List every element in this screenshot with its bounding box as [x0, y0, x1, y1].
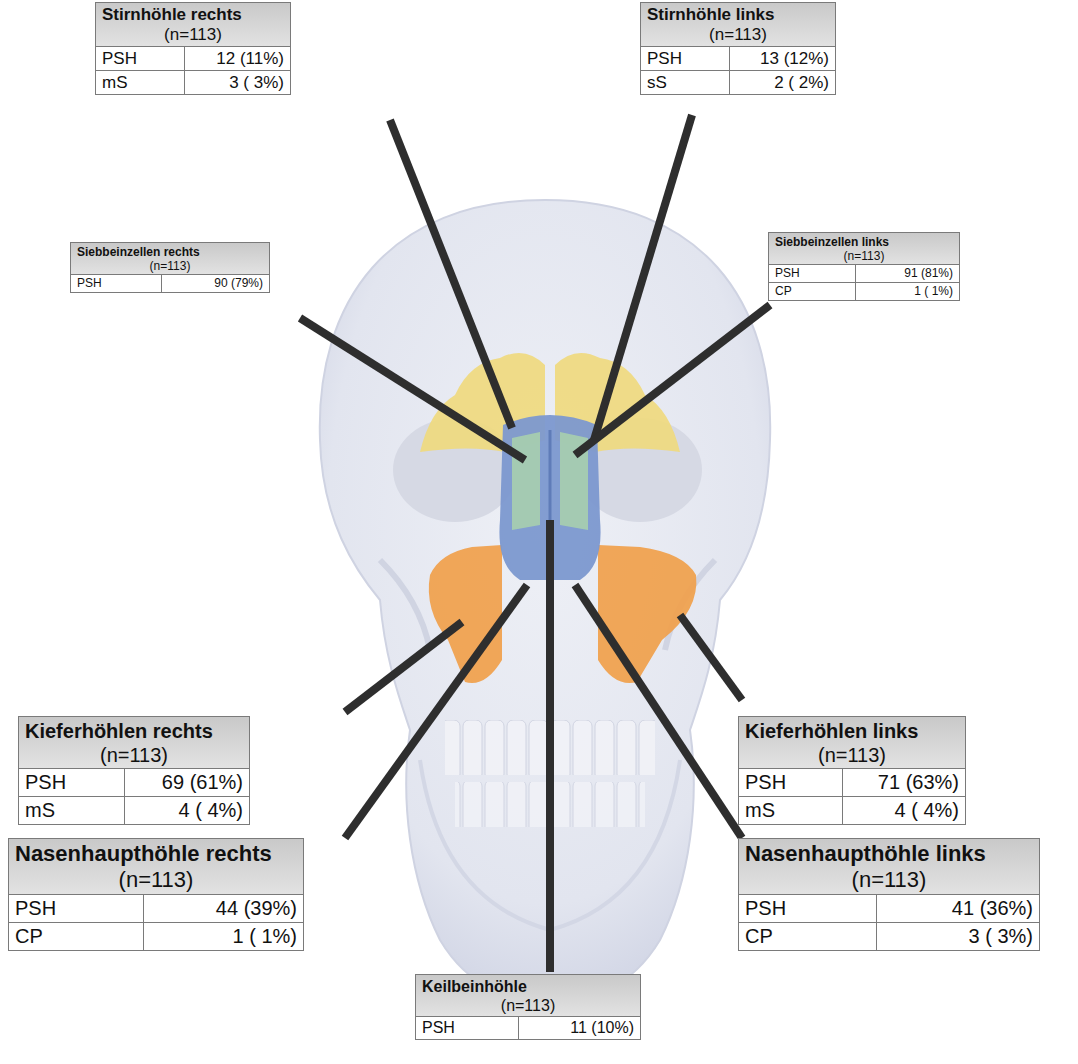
sample-size: (n=113): [647, 25, 829, 45]
table-box: Kieferhöhlen links(n=113)PSH71 (63%)mS4 …: [738, 716, 966, 825]
sample-size: (n=113): [422, 996, 634, 1015]
table-header: Stirnhöhle rechts(n=113): [96, 3, 290, 47]
table-box: Stirnhöhle rechts(n=113)PSH12 (11%)mS3 (…: [95, 2, 291, 95]
table-title: Siebbeinzellen rechts: [77, 245, 263, 259]
table-cell-category: mS: [19, 797, 125, 824]
table-body: PSH91 (81%)CP1 ( 1%): [769, 265, 959, 300]
table-cell-value: 44 (39%): [144, 895, 303, 923]
cheekbone: [380, 560, 430, 650]
sample-size: (n=113): [25, 743, 243, 767]
leader-line: [680, 615, 742, 700]
leader-line: [300, 318, 525, 460]
table-title: Kieferhöhlen rechts: [25, 719, 243, 743]
table-header: Kieferhöhlen links(n=113): [739, 717, 965, 769]
skull-outline: [320, 200, 770, 1000]
table-title: Nasenhaupthöhle links: [745, 841, 1033, 867]
table-cell-category: mS: [96, 71, 185, 94]
table-cell-value: 11 (10%): [519, 1017, 640, 1039]
table-cell-category: sS: [641, 71, 730, 94]
table-title: Keilbeinhöhle: [422, 977, 634, 996]
table-header: Siebbeinzellen rechts(n=113): [71, 243, 269, 275]
table-body: PSH71 (63%)mS4 ( 4%): [739, 769, 965, 824]
table-body: PSH44 (39%)CP1 ( 1%): [9, 895, 303, 950]
table-box: Nasenhaupthöhle rechts(n=113)PSH44 (39%)…: [8, 838, 304, 951]
table-cell-category: CP: [769, 283, 856, 300]
table-title: Stirnhöhle links: [647, 5, 829, 25]
table-title: Nasenhaupthöhle rechts: [15, 841, 297, 867]
table-cell-category: CP: [739, 923, 877, 950]
table-cell-value: 3 ( 3%): [185, 71, 290, 94]
table-body: PSH12 (11%)mS3 ( 3%): [96, 47, 290, 94]
table-title: Kieferhöhlen links: [745, 719, 959, 743]
table-cell-value: 4 ( 4%): [843, 797, 965, 824]
table-box: Kieferhöhlen rechts(n=113)PSH69 (61%)mS4…: [18, 716, 250, 825]
table-title: Siebbeinzellen links: [775, 235, 953, 249]
table-cell-value: 69 (61%): [125, 769, 249, 797]
table-cell-category: PSH: [416, 1017, 519, 1039]
sample-size: (n=113): [102, 25, 284, 45]
table-body: PSH13 (12%)sS2 ( 2%): [641, 47, 835, 94]
sample-size: (n=113): [745, 867, 1033, 893]
table-cell-value: 41 (36%): [877, 895, 1039, 923]
table-cell-category: PSH: [9, 895, 144, 923]
table-header: Siebbeinzellen links(n=113): [769, 233, 959, 265]
maxillary-sinus: [429, 545, 502, 683]
table-cell-category: CP: [9, 923, 144, 950]
sample-size: (n=113): [745, 743, 959, 767]
table-cell-value: 12 (11%): [185, 47, 290, 71]
table-body: PSH41 (36%)CP3 ( 3%): [739, 895, 1039, 950]
table-cell-category: PSH: [71, 275, 162, 292]
table-box: Nasenhaupthöhle links(n=113)PSH41 (36%)C…: [738, 838, 1040, 951]
table-cell-value: 71 (63%): [843, 769, 965, 797]
table-cell-value: 91 (81%): [856, 265, 959, 283]
sample-size: (n=113): [775, 249, 953, 263]
table-header: Stirnhöhle links(n=113): [641, 3, 835, 47]
table-cell-category: PSH: [739, 769, 843, 797]
table-cell-category: PSH: [641, 47, 730, 71]
table-title: Stirnhöhle rechts: [102, 5, 284, 25]
table-cell-value: 90 (79%): [162, 275, 269, 292]
table-cell-value: 3 ( 3%): [877, 923, 1039, 950]
table-box: Keilbeinhöhle(n=113)PSH11 (10%): [415, 974, 641, 1040]
table-cell-value: 13 (12%): [730, 47, 835, 71]
table-box: Siebbeinzellen links(n=113)PSH91 (81%)CP…: [768, 232, 960, 301]
table-header: Kieferhöhlen rechts(n=113): [19, 717, 249, 769]
table-cell-value: 1 ( 1%): [144, 923, 303, 950]
leader-lines: [300, 115, 770, 972]
table-cell-category: PSH: [739, 895, 877, 923]
leader-line: [575, 305, 770, 455]
table-cell-category: mS: [739, 797, 843, 824]
table-cell-category: PSH: [19, 769, 125, 797]
table-cell-category: PSH: [769, 265, 856, 283]
table-body: PSH69 (61%)mS4 ( 4%): [19, 769, 249, 824]
leader-line: [575, 585, 742, 838]
table-header: Keilbeinhöhle(n=113): [416, 975, 640, 1017]
table-header: Nasenhaupthöhle rechts(n=113): [9, 839, 303, 895]
leader-line: [546, 520, 554, 972]
ethmoid-cells: [512, 432, 540, 530]
table-body: PSH90 (79%): [71, 275, 269, 292]
table-box: Stirnhöhle links(n=113)PSH13 (12%)sS2 ( …: [640, 2, 836, 95]
sample-size: (n=113): [77, 259, 263, 273]
table-cell-value: 4 ( 4%): [125, 797, 249, 824]
leader-line: [594, 115, 692, 440]
table-header: Nasenhaupthöhle links(n=113): [739, 839, 1039, 895]
leader-line: [345, 585, 527, 838]
table-cell-value: 2 ( 2%): [730, 71, 835, 94]
table-cell-category: PSH: [96, 47, 185, 71]
table-cell-value: 1 ( 1%): [856, 283, 959, 300]
sample-size: (n=113): [15, 867, 297, 893]
table-box: Siebbeinzellen rechts(n=113)PSH90 (79%): [70, 242, 270, 293]
table-body: PSH11 (10%): [416, 1017, 640, 1039]
